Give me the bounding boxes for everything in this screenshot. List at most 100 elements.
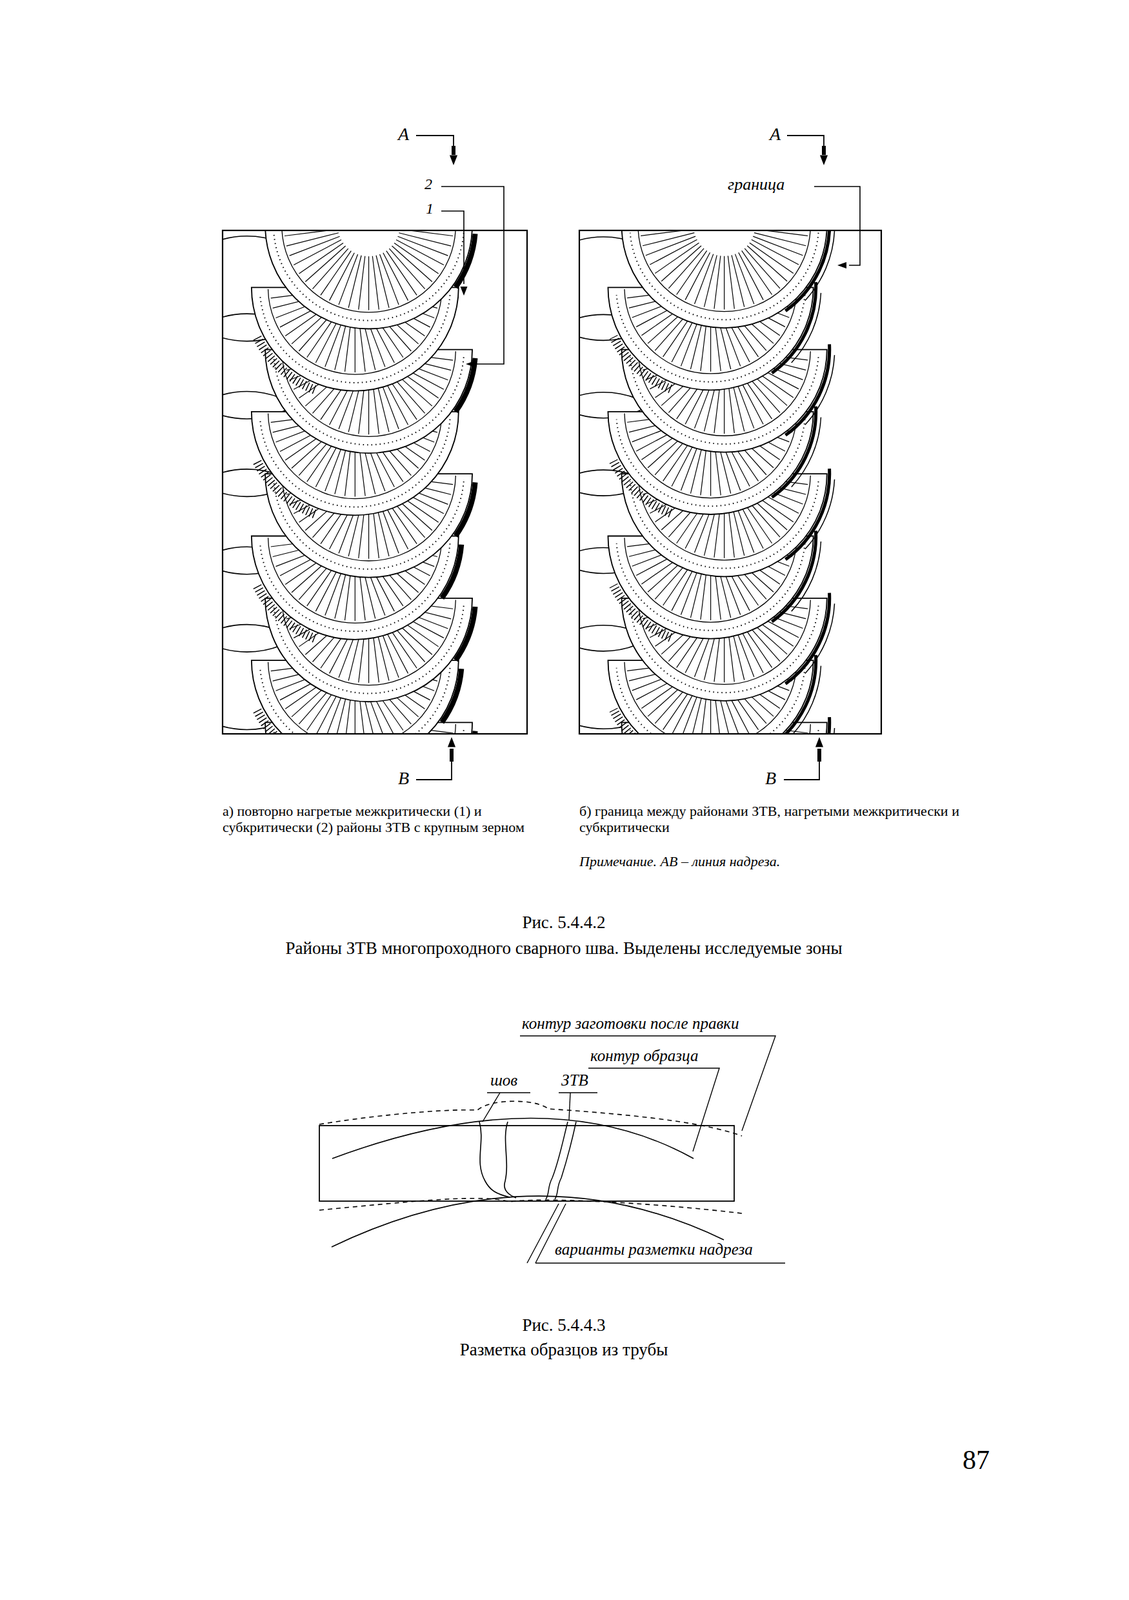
- specimen-line: [527, 1203, 559, 1263]
- hatched-zone: [613, 461, 671, 513]
- specimen-line: [588, 1067, 720, 1151]
- haz-region: [455, 606, 475, 660]
- grain-hatch: [676, 250, 708, 295]
- panel-frame: [222, 230, 528, 734]
- grain-hatch: [744, 248, 780, 289]
- haz-region: [455, 481, 475, 536]
- grain-hatch: [289, 236, 340, 256]
- arrow-head: [837, 261, 847, 269]
- figure-caption: Районы ЗТВ многопроходного сварного шва.…: [285, 938, 842, 959]
- specimen-line: [569, 1092, 571, 1120]
- specimen-line: [331, 1195, 724, 1247]
- callout-label: контур заготовки после правки: [521, 1014, 739, 1033]
- reheated-band: [273, 232, 464, 321]
- leader-line: [441, 186, 504, 364]
- grain-hatch: [752, 236, 803, 256]
- grain-hatch: [735, 254, 755, 304]
- grain-hatch: [284, 230, 339, 236]
- grain-hatch: [704, 254, 718, 307]
- callout-number: 1: [425, 199, 434, 219]
- arrow-head: [465, 360, 475, 368]
- callout-number: 2: [424, 175, 433, 194]
- grain-hatch: [754, 232, 806, 246]
- grain-hatch: [383, 252, 409, 301]
- hatched-zone: [256, 337, 315, 390]
- pipe-specimen: [319, 1035, 786, 1263]
- callout-label: граница: [727, 174, 785, 195]
- grain-hatch: [320, 250, 351, 296]
- weld-bead: [621, 230, 828, 328]
- specimen-line: [479, 1121, 510, 1197]
- bead-inner-line: [638, 230, 811, 312]
- section-letter: A: [398, 123, 410, 145]
- grain-hatch: [312, 248, 349, 290]
- grain-hatch: [368, 256, 370, 310]
- grain-hatch: [379, 254, 399, 305]
- arrow-head: [460, 286, 468, 296]
- section-arrow: [451, 145, 456, 155]
- grain-hatch: [694, 254, 714, 304]
- hatched-zone: [256, 461, 315, 514]
- grain-hatch: [649, 239, 697, 265]
- leader-line: [814, 186, 860, 266]
- haz-region: [441, 544, 462, 599]
- grain-hatch: [394, 242, 439, 274]
- haz-region: [455, 358, 475, 412]
- haz-region: [441, 668, 462, 722]
- callout-label: варианты разметки надреза: [554, 1239, 753, 1259]
- section-letter: B: [398, 767, 410, 789]
- figure-caption: Разметка образцов из трубы: [459, 1339, 669, 1360]
- blank-outline: [319, 1125, 735, 1201]
- leader-line: [441, 210, 464, 284]
- leader-line: [416, 135, 454, 150]
- grain-hatch: [305, 245, 346, 282]
- arrow-head: [449, 155, 458, 166]
- page-number: 87: [962, 1443, 990, 1475]
- specimen-line: [319, 1198, 742, 1213]
- grain-hatch: [372, 256, 379, 310]
- section-arrow: [821, 145, 826, 155]
- grain-hatch: [723, 256, 725, 310]
- grain-hatch: [727, 255, 735, 309]
- haz-region: [455, 233, 475, 288]
- specimen-line: [519, 1035, 776, 1131]
- haz-boundary: [785, 230, 830, 311]
- bead-inner-line: [281, 230, 457, 313]
- haz-outline: [805, 727, 835, 734]
- grain-hatch: [398, 232, 451, 246]
- haz-outline: [805, 230, 835, 301]
- arrow-head: [447, 736, 456, 747]
- grain-hatch: [640, 230, 694, 236]
- leader-line: [783, 756, 820, 780]
- subfigure-caption: б) граница между районами ЗТВ, нагретыми…: [579, 802, 1006, 836]
- figure-number: Рис. 5.4.4.3: [521, 1314, 606, 1335]
- hatched-zone: [256, 709, 315, 734]
- grain-hatch: [668, 248, 704, 289]
- haz-outline: [805, 603, 835, 673]
- section-letter: B: [765, 767, 777, 789]
- specimen-line: [482, 1092, 500, 1122]
- hatched-zone: [613, 585, 671, 637]
- specimen-line: [535, 1261, 786, 1263]
- subfigure-caption: а) повторно нагретые межкритически (1) и…: [222, 802, 533, 836]
- arrow-head: [819, 155, 828, 166]
- specimen-line: [332, 1118, 694, 1159]
- leader-line: [416, 756, 452, 780]
- weld-section: [579, 230, 835, 734]
- callout-label: шов: [490, 1070, 518, 1090]
- grain-hatch: [747, 245, 788, 282]
- grain-hatch: [661, 245, 702, 282]
- hatched-zone: [613, 709, 671, 734]
- hatched-zone: [613, 336, 671, 389]
- specimen-line: [504, 1121, 517, 1198]
- grain-hatch: [398, 236, 449, 256]
- arrow-head: [815, 736, 824, 747]
- grain-hatch: [645, 236, 696, 256]
- grain-hatch: [749, 242, 794, 273]
- grain-hatch: [392, 245, 433, 282]
- specimen-line: [545, 1121, 568, 1199]
- annotations: [416, 135, 860, 780]
- haz-outline: [805, 479, 835, 550]
